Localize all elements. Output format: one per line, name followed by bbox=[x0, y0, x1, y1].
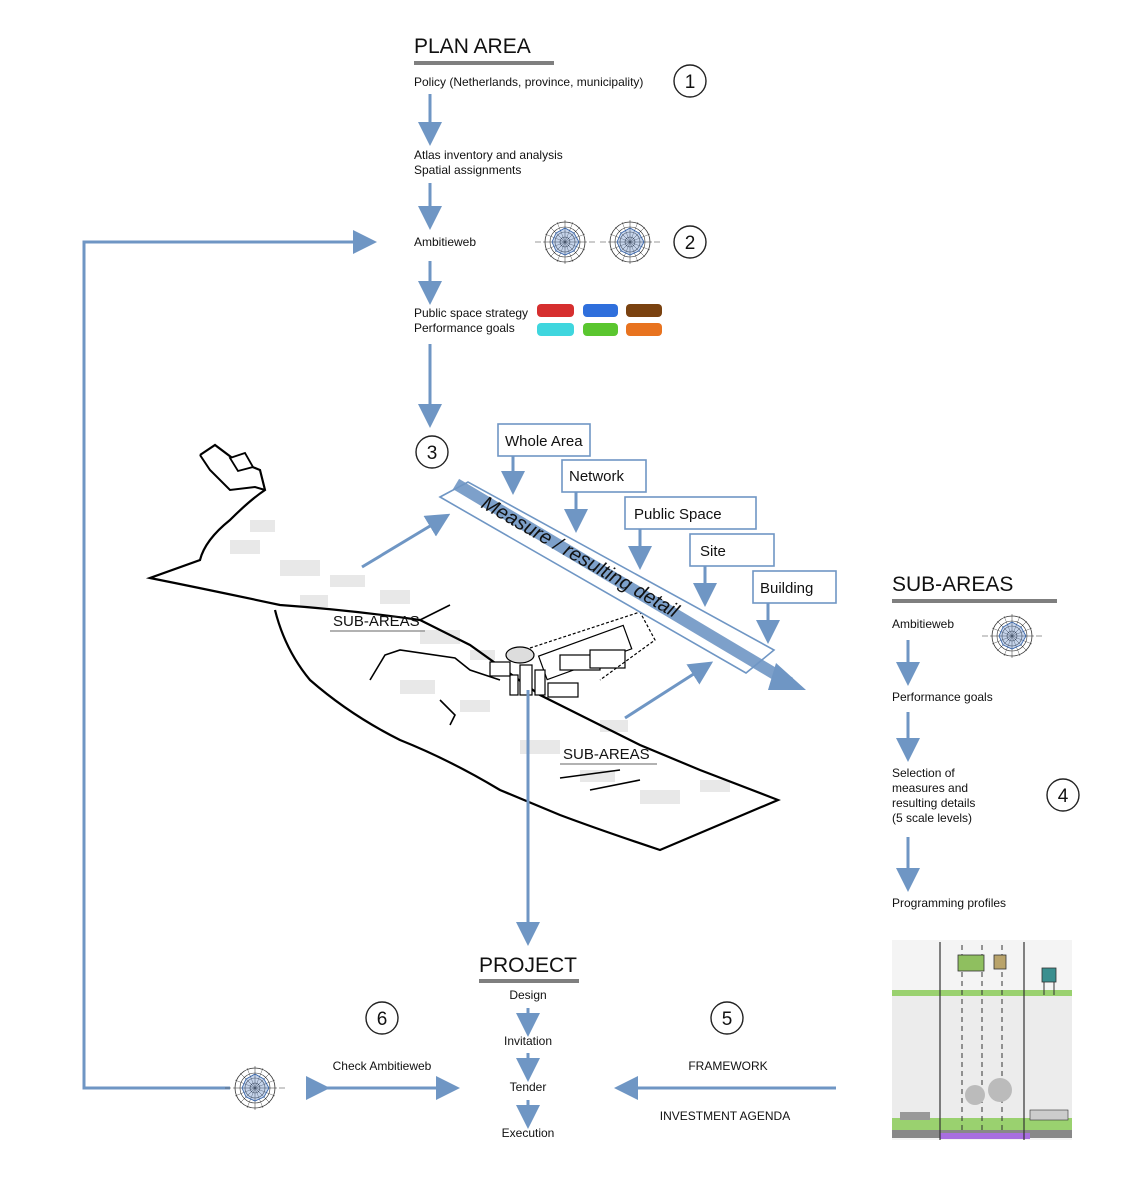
svg-text:Network: Network bbox=[569, 468, 625, 485]
number-5-badge: 5 bbox=[710, 1001, 744, 1035]
project-step-execution: Execution bbox=[502, 1126, 555, 1140]
scale-box-public-space: Public Space bbox=[624, 496, 757, 530]
svg-text:Building: Building bbox=[760, 580, 813, 597]
sub-step-selection-1: Selection of bbox=[892, 766, 955, 780]
investment-agenda-label: INVESTMENT AGENDA bbox=[660, 1109, 790, 1123]
svg-text:5: 5 bbox=[722, 1009, 733, 1030]
sub-step-selection-2: measures and bbox=[892, 781, 968, 795]
arrow-map-band-top bbox=[361, 513, 451, 569]
scale-box-network: Network bbox=[561, 459, 647, 493]
svg-text:3: 3 bbox=[427, 443, 438, 464]
street-section-illustration bbox=[892, 940, 1072, 1140]
project-step-invitation: Invitation bbox=[504, 1034, 552, 1048]
measure-band-arrow bbox=[452, 478, 794, 689]
plan-step-strategy: Public space strategy bbox=[414, 306, 528, 320]
plan-step-spatial: Spatial assignments bbox=[414, 163, 521, 177]
theme-soil-icon bbox=[626, 304, 662, 317]
number-3-badge: 3 bbox=[415, 435, 449, 469]
sub-step-profiles: Programming profiles bbox=[892, 896, 1006, 910]
svg-text:Public Space: Public Space bbox=[634, 506, 722, 523]
sub-areas-underline bbox=[892, 599, 1057, 603]
radar-chart-icon bbox=[599, 219, 661, 265]
theme-air-icon bbox=[537, 323, 574, 336]
theme-heat-icon bbox=[537, 304, 574, 317]
plan-step-goals: Performance goals bbox=[414, 321, 515, 335]
plan-step-ambitieweb: Ambitieweb bbox=[414, 235, 476, 249]
scale-box-building: Building bbox=[752, 570, 837, 604]
project-step-design: Design bbox=[509, 988, 546, 1002]
plan-area-title: PLAN AREA bbox=[414, 35, 531, 58]
sub-areas-title: SUB-AREAS bbox=[892, 573, 1013, 596]
theme-green-icon bbox=[583, 323, 618, 336]
feedback-loop-arrow bbox=[82, 230, 377, 1090]
arrow-map-band-bottom bbox=[624, 661, 714, 720]
framework-label: FRAMEWORK bbox=[688, 1059, 767, 1073]
theme-fauna-icon bbox=[626, 323, 662, 336]
number-2-badge: 2 bbox=[673, 225, 707, 259]
plan-step-policy: Policy (Netherlands, province, municipal… bbox=[414, 75, 643, 89]
map-label-sub-areas-2: SUB-AREAS bbox=[563, 746, 650, 763]
radar-chart-icon bbox=[981, 613, 1043, 659]
project-title: PROJECT bbox=[479, 954, 577, 977]
theme-water-icon bbox=[583, 304, 618, 317]
scale-box-whole-area: Whole Area bbox=[497, 423, 591, 457]
number-1-badge: 1 bbox=[673, 64, 707, 98]
svg-text:6: 6 bbox=[377, 1009, 388, 1030]
number-6-badge: 6 bbox=[365, 1001, 399, 1035]
plan-step-atlas: Atlas inventory and analysis bbox=[414, 148, 563, 162]
number-4-badge: 4 bbox=[1046, 778, 1080, 812]
map-label-sub-areas-1: SUB-AREAS bbox=[333, 613, 420, 630]
theme-icons bbox=[537, 304, 662, 336]
project-underline bbox=[479, 979, 579, 983]
svg-text:Whole Area: Whole Area bbox=[505, 433, 583, 450]
check-ambitieweb-label: Check Ambitieweb bbox=[333, 1059, 432, 1073]
svg-text:4: 4 bbox=[1058, 786, 1069, 807]
radar-chart-icon bbox=[224, 1065, 286, 1111]
scale-box-site: Site bbox=[689, 533, 775, 567]
svg-text:1: 1 bbox=[685, 72, 696, 93]
svg-text:Site: Site bbox=[700, 543, 726, 560]
sub-step-selection-3: resulting details bbox=[892, 796, 975, 810]
plan-area-map bbox=[145, 443, 781, 852]
sub-step-selection-4: (5 scale levels) bbox=[892, 811, 972, 825]
sub-step-ambitieweb: Ambitieweb bbox=[892, 617, 954, 631]
sub-step-goals: Performance goals bbox=[892, 690, 993, 704]
svg-text:2: 2 bbox=[685, 233, 696, 254]
project-step-tender: Tender bbox=[510, 1080, 547, 1094]
radar-chart-icon bbox=[534, 219, 596, 265]
plan-area-underline bbox=[414, 61, 554, 65]
